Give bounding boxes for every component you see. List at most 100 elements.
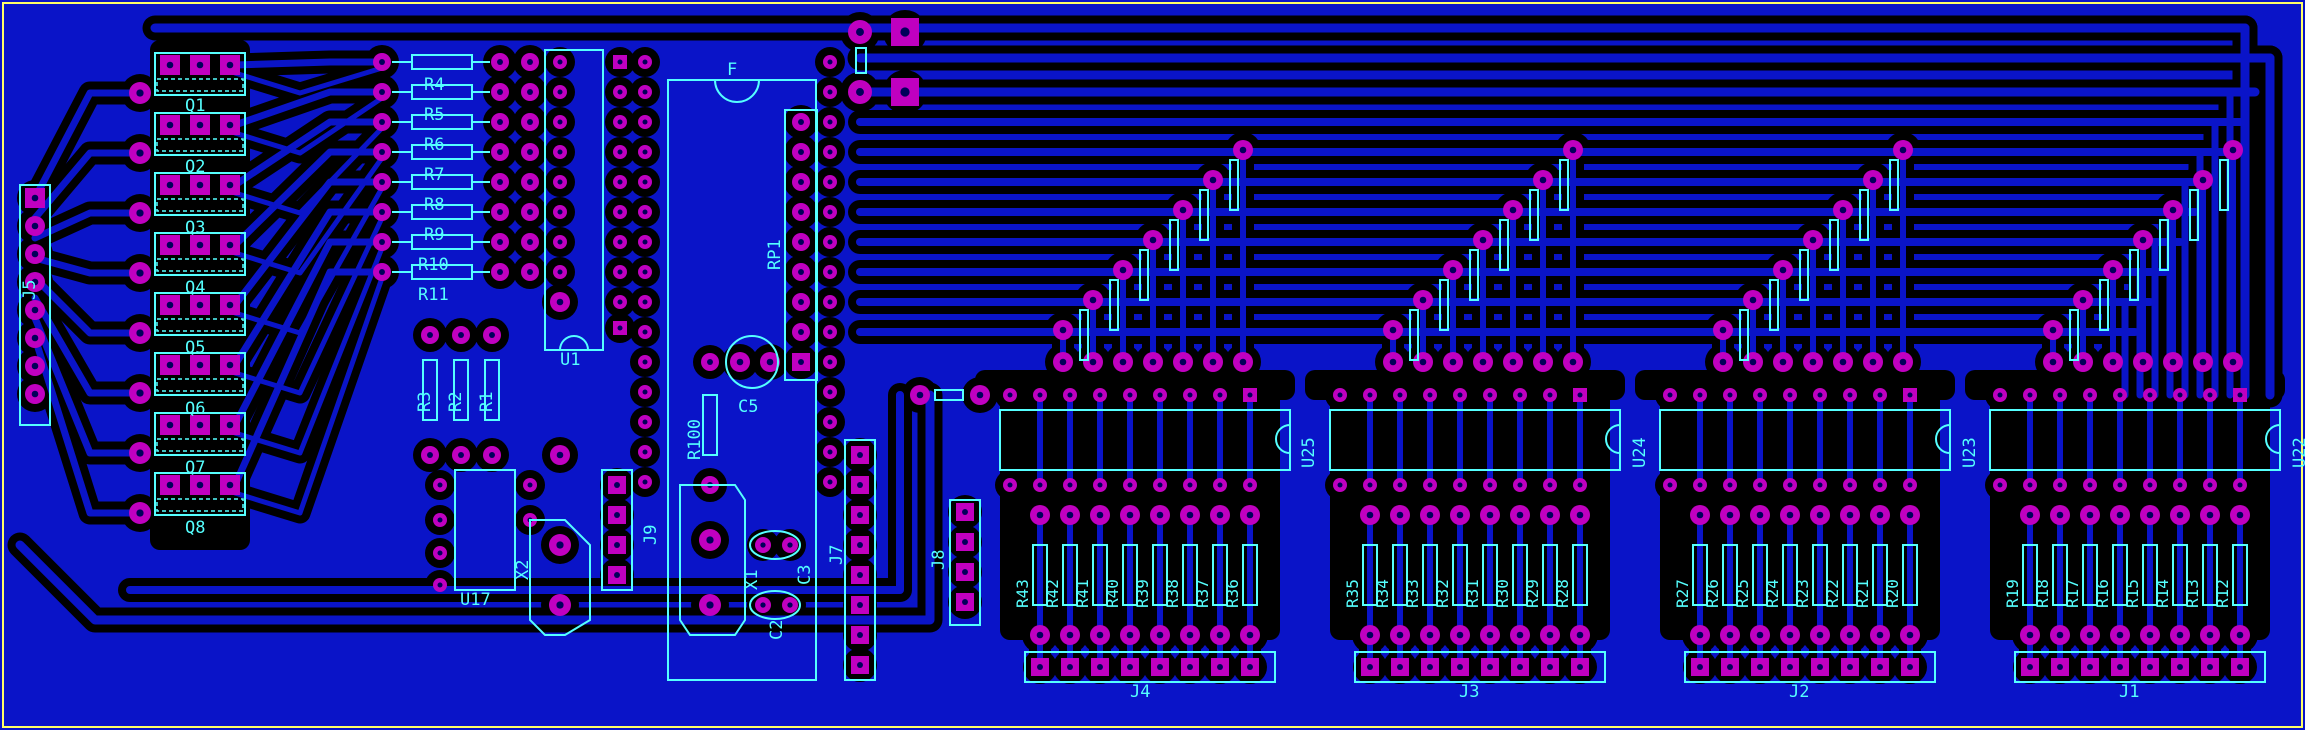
- label-r10: R10: [418, 255, 449, 275]
- trace: [231, 58, 386, 69]
- drill-hole: [1479, 236, 1487, 244]
- label-r7: R7: [424, 165, 444, 185]
- drill-hole: [1427, 664, 1433, 670]
- drill-hole: [1696, 631, 1704, 639]
- drill-hole: [1907, 664, 1913, 670]
- label-r2: R2: [446, 392, 466, 412]
- label-r42: R42: [1043, 579, 1062, 608]
- u-chip-outline: [1989, 409, 2281, 471]
- drill-hole: [2027, 664, 2033, 670]
- drill-hole: [2237, 664, 2243, 670]
- resistor-body: [1182, 544, 1198, 606]
- label-r37: R37: [1193, 579, 1212, 608]
- drill-hole: [437, 482, 443, 488]
- q-tab-hatch: [156, 78, 244, 92]
- drill-hole: [706, 601, 714, 609]
- drill-hole: [1097, 392, 1103, 398]
- drill-hole: [1449, 358, 1457, 366]
- drill-hole: [827, 119, 833, 125]
- fan-stub: [2069, 309, 2079, 361]
- label-r14: R14: [2153, 579, 2172, 608]
- drill-hole: [642, 359, 648, 365]
- u-chip-outline: [1329, 409, 1621, 471]
- drill-hole: [1757, 392, 1763, 398]
- fan-stub: [2159, 219, 2169, 271]
- fan-stub: [2099, 279, 2109, 331]
- drill-hole: [798, 329, 804, 335]
- drill-hole: [2146, 511, 2154, 519]
- resistor-body: [1062, 544, 1078, 606]
- drill-hole: [1157, 664, 1163, 670]
- drill-hole: [226, 301, 234, 309]
- drill-hole: [1239, 358, 1247, 366]
- drill-hole: [1427, 482, 1433, 488]
- trace: [231, 268, 386, 489]
- drill-hole: [1037, 664, 1043, 670]
- drill-hole: [798, 209, 804, 215]
- resistor-body: [1122, 544, 1138, 606]
- drill-hole: [136, 149, 144, 157]
- label-r13: R13: [2183, 579, 2202, 608]
- drill-hole: [642, 419, 648, 425]
- label-c5: C5: [738, 397, 758, 417]
- u-chip-outline: [999, 409, 1291, 471]
- drill-hole: [1907, 482, 1913, 488]
- drill-hole: [1397, 392, 1403, 398]
- resistor-body: [2142, 544, 2158, 606]
- drill-hole: [379, 59, 385, 65]
- resistor-body: [1362, 544, 1378, 606]
- label-q3: Q3: [185, 218, 205, 238]
- drill-hole: [617, 209, 623, 215]
- drill-hole: [642, 89, 648, 95]
- resistor-body: [1152, 544, 1168, 606]
- trace: [231, 148, 386, 249]
- drill-hole: [1547, 664, 1553, 670]
- label-r22: R22: [1823, 579, 1842, 608]
- drill-hole: [1816, 511, 1824, 519]
- drill-hole: [31, 334, 39, 342]
- drill-hole: [1217, 482, 1223, 488]
- x2-outline: [529, 519, 591, 636]
- fan-stub: [1799, 249, 1809, 301]
- drill-hole: [1426, 511, 1434, 519]
- drill-hole: [2079, 296, 2087, 304]
- drill-hole: [1419, 358, 1427, 366]
- drill-hole: [2177, 482, 2183, 488]
- drill-hole: [136, 509, 144, 517]
- label-r12: R12: [2213, 579, 2232, 608]
- label-r29: R29: [1523, 579, 1542, 608]
- drill-hole: [166, 61, 174, 69]
- label-u25: U25: [1299, 437, 1319, 468]
- label-r100: R100: [685, 419, 705, 460]
- drill-hole: [1726, 631, 1734, 639]
- drill-hole: [379, 239, 385, 245]
- label-j1: J1: [2119, 682, 2139, 702]
- drill-hole: [617, 59, 623, 65]
- drill-hole: [1539, 176, 1547, 184]
- drill-hole: [1846, 511, 1854, 519]
- drill-hole: [489, 452, 495, 458]
- drill-hole: [827, 419, 833, 425]
- drill-hole: [2049, 326, 2057, 334]
- drill-hole: [1779, 358, 1787, 366]
- drill-hole: [556, 451, 564, 459]
- drill-hole: [226, 481, 234, 489]
- label-f: F: [727, 60, 737, 80]
- resistor-body: [2082, 544, 2098, 606]
- trace: [232, 65, 385, 96]
- drill-hole: [2056, 631, 2064, 639]
- drill-hole: [1877, 392, 1883, 398]
- drill-hole: [1089, 358, 1097, 366]
- trace: [31, 314, 144, 457]
- drill-hole: [1209, 176, 1217, 184]
- drill-hole: [437, 550, 443, 556]
- drill-hole: [31, 194, 39, 202]
- resistor-body: [1752, 544, 1768, 606]
- drill-hole: [1126, 511, 1134, 519]
- drill-hole: [497, 269, 503, 275]
- drill-hole: [760, 602, 766, 608]
- drill-hole: [379, 269, 385, 275]
- drill-hole: [1209, 358, 1217, 366]
- drill-hole: [2057, 664, 2063, 670]
- trace: [231, 88, 386, 129]
